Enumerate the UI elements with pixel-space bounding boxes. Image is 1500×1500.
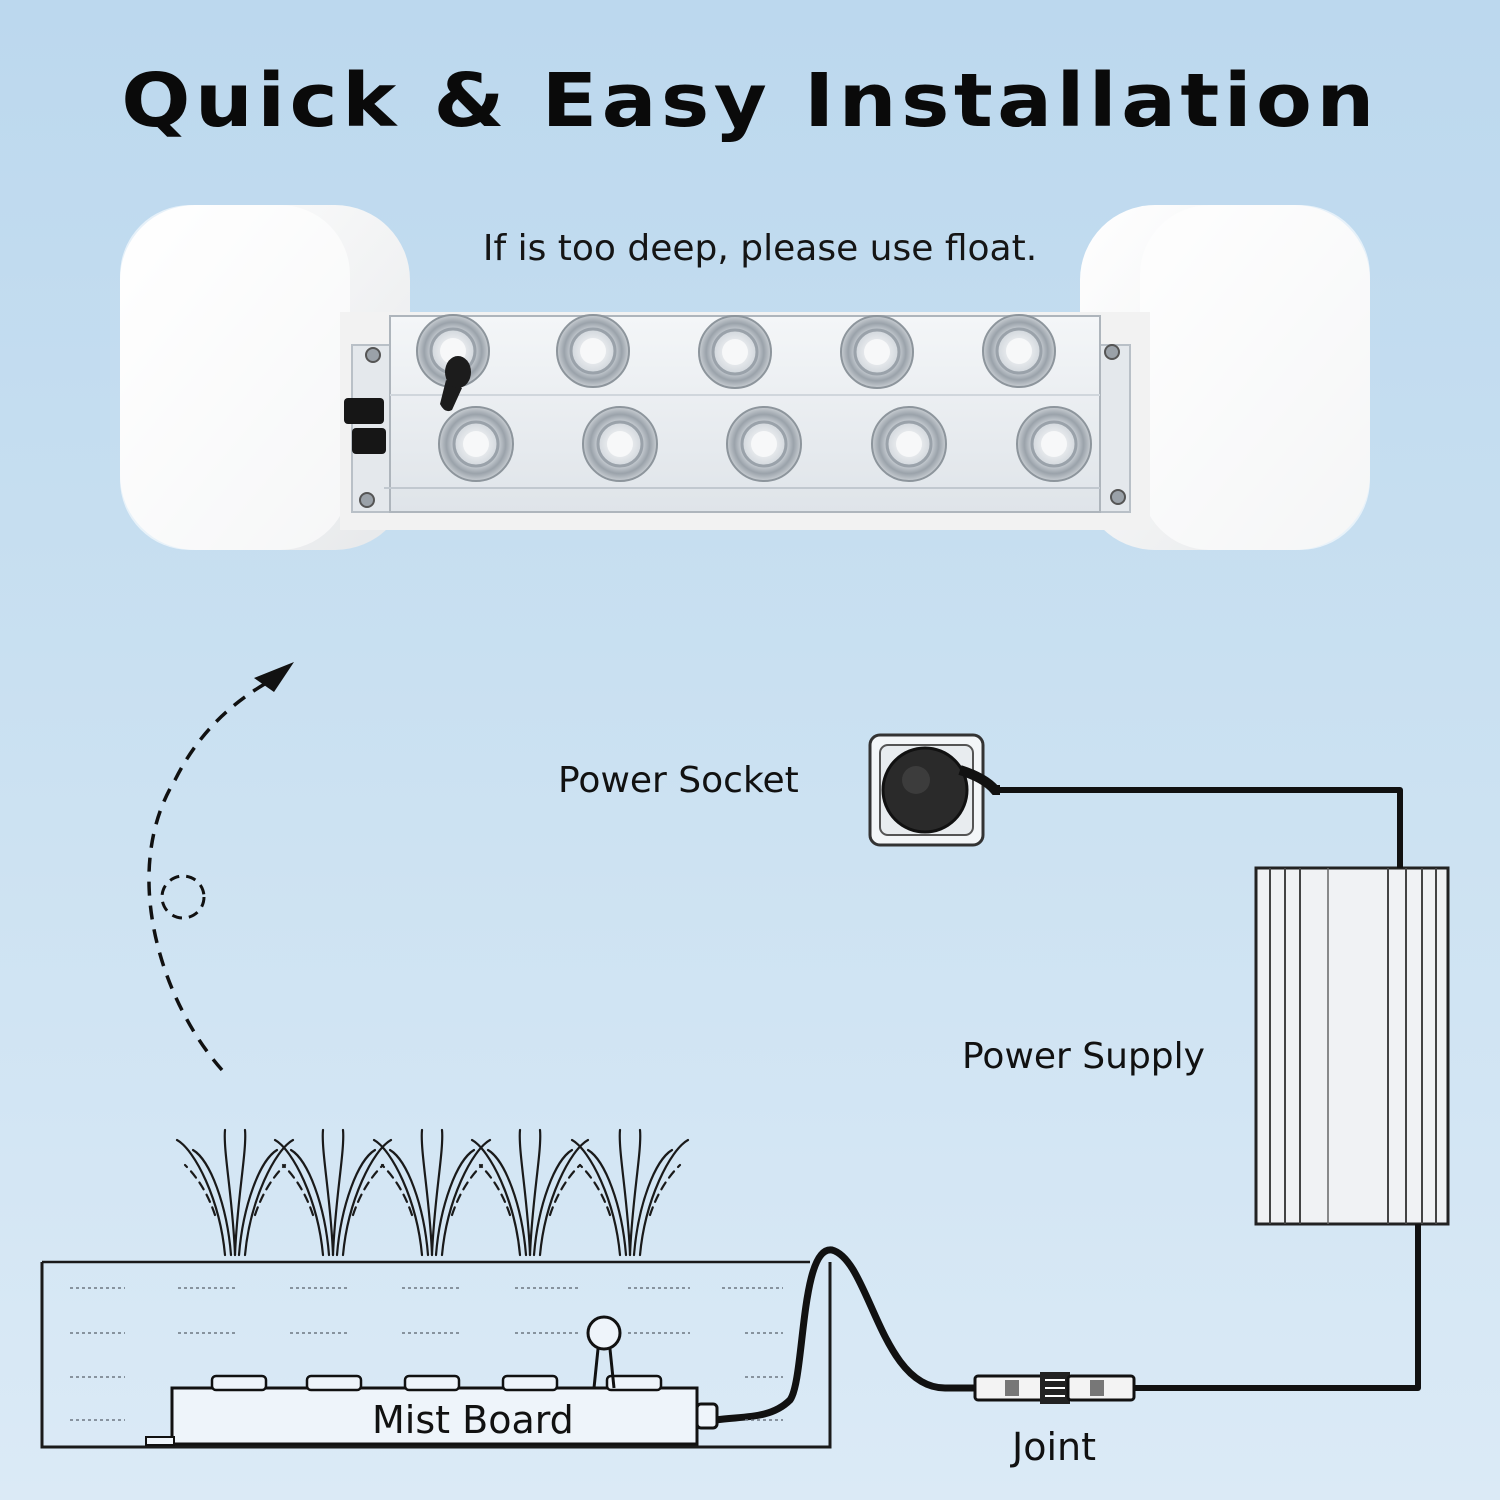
water-level-sensor-icon [440, 356, 471, 412]
page-title: Quick & Easy Installation [121, 58, 1379, 144]
mist-board-label: Mist Board [372, 1398, 574, 1442]
rotate-arrow-icon [147, 676, 276, 1072]
power-socket-icon [868, 733, 1000, 847]
screw-icon [359, 492, 375, 508]
mist-spray-icons [175, 1128, 690, 1257]
power-socket-label: Power Socket [558, 760, 799, 801]
screw-icon [365, 347, 381, 363]
arrow-head-icon [254, 662, 294, 692]
float-mist-maker [120, 205, 1370, 550]
screw-icon [1104, 344, 1120, 360]
power-supply-label: Power Supply [962, 1036, 1205, 1077]
power-cable [715, 787, 1421, 1424]
joint-label: Joint [1012, 1425, 1096, 1469]
nozzle-row-top [416, 314, 1056, 389]
power-supply-icon [1254, 866, 1450, 1226]
mist-board-drawing [145, 1315, 719, 1446]
float-instruction: If is too deep, please use float. [482, 228, 1038, 269]
nozzle-row-bottom [438, 406, 1092, 482]
joint-connector-icon [973, 1372, 1136, 1404]
water-tank [40, 1260, 832, 1449]
screw-icon [1110, 489, 1126, 505]
